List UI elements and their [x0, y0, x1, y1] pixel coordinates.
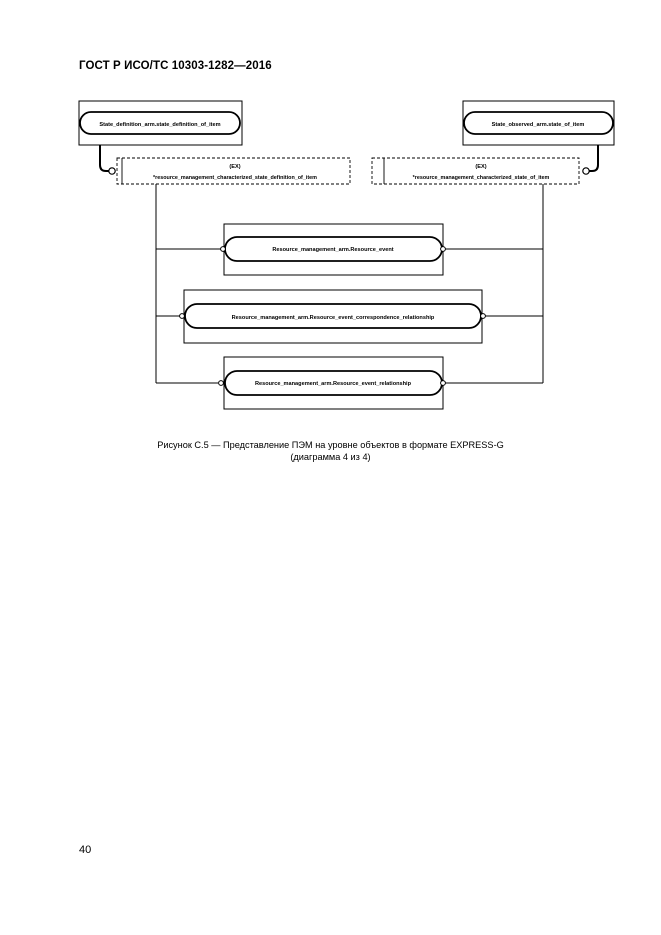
entity-resource-event: Resource_management_arm.Resource_event	[220, 223, 446, 276]
entity-state-observed: State_observed_arm.state_of_item	[462, 100, 615, 146]
right-connector	[582, 145, 599, 175]
entity-resource-event-correspondence: Resource_management_arm.Resource_event_c…	[179, 289, 486, 344]
entity-resource-event-label: Resource_management_arm.Resource_event	[272, 247, 393, 253]
document-header: ГОСТ Р ИСО/ТС 10303-1282—2016	[79, 60, 272, 72]
select-left-tag: (EX)	[229, 164, 240, 170]
select-left-label: *resource_management_characterized_state…	[153, 175, 317, 181]
entity-state-definition-label: State_definition_arm.state_definition_of…	[99, 122, 220, 128]
entity-resource-event-correspondence-label: Resource_management_arm.Resource_event_c…	[232, 315, 435, 321]
select-right-tag: (EX)	[475, 164, 486, 170]
select-right-label: *resource_management_characterized_state…	[413, 175, 550, 181]
entity-state-definition: State_definition_arm.state_definition_of…	[78, 100, 243, 146]
entity-state-observed-label: State_observed_arm.state_of_item	[492, 122, 585, 128]
select-left: (EX) *resource_management_characterized_…	[116, 157, 351, 185]
entity-resource-event-relationship: Resource_management_arm.Resource_event_r…	[218, 356, 446, 410]
select-right: (EX) *resource_management_characterized_…	[371, 157, 580, 185]
entity-resource-event-relationship-label: Resource_management_arm.Resource_event_r…	[255, 381, 412, 387]
left-connector	[99, 145, 116, 175]
figure-caption-line1: Рисунок С.5 — Представление ПЭМ на уровн…	[157, 440, 504, 450]
figure-caption-line2: (диаграмма 4 из 4)	[290, 452, 371, 462]
page-number: 40	[79, 844, 92, 856]
